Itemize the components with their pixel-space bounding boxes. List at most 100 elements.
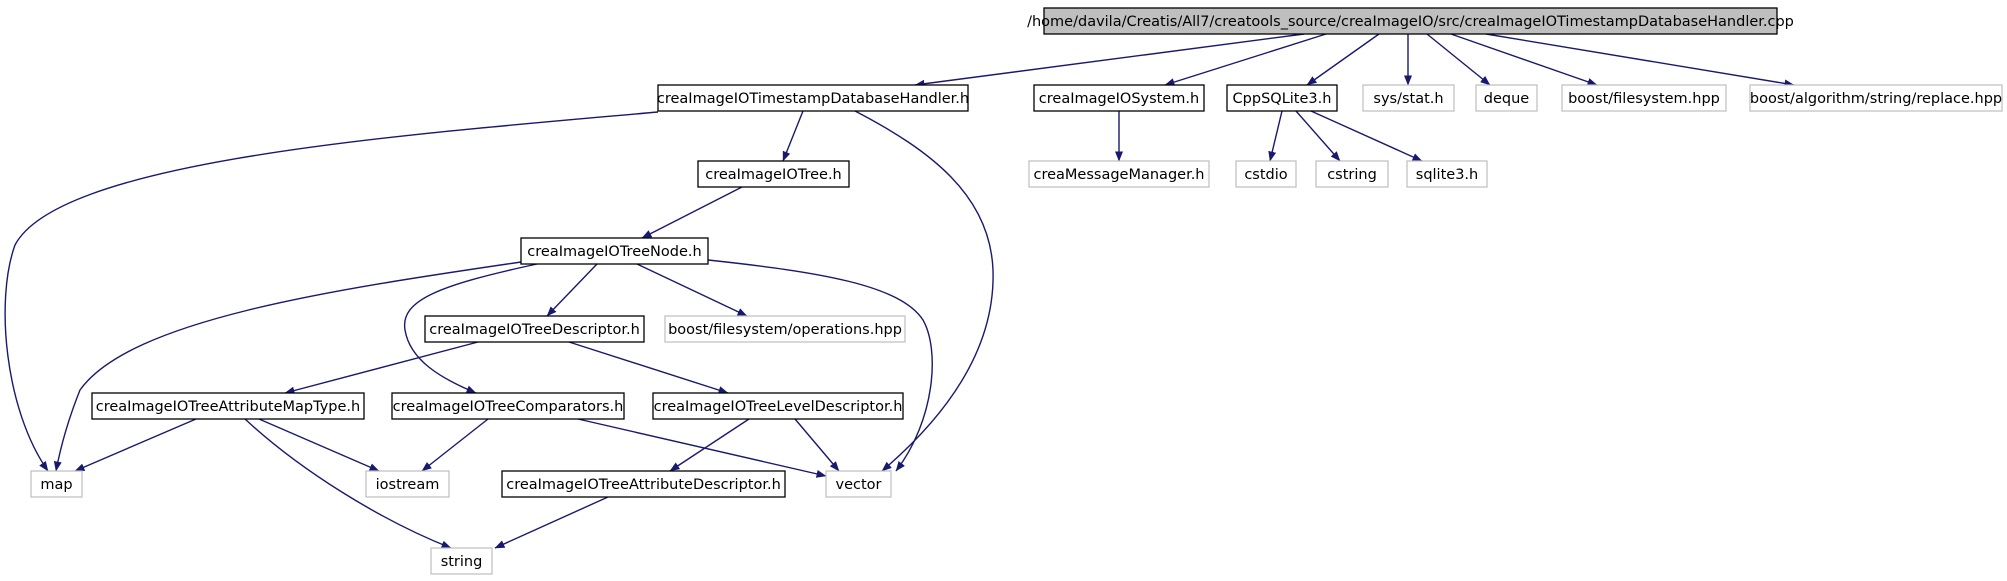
node-tsdbh[interactable]: creaImageIOTimestampDatabaseHandler.h: [657, 84, 969, 112]
edges-layer: [4, 33, 1795, 549]
node-leveldesc[interactable]: creaImageIOTreeLevelDescriptor.h: [652, 392, 904, 420]
node-label-leveldesc: creaImageIOTreeLevelDescriptor.h: [654, 399, 903, 415]
edge-treenode-to-bops: [636, 263, 748, 317]
node-label-attrdesc: creaImageIOTreeAttributeDescriptor.h: [506, 477, 781, 493]
node-tree[interactable]: creaImageIOTree.h: [697, 160, 850, 188]
edge-treenode-to-treedesc: [546, 263, 598, 317]
edge-tree-to-treenode: [641, 186, 743, 239]
node-vector: vector: [825, 470, 892, 498]
edge-leveldesc-to-attrdesc: [669, 418, 750, 472]
edge-cppsqlite-to-cstring: [1295, 110, 1341, 162]
edge-attrdesc-to-string: [494, 496, 609, 549]
node-string: string: [430, 547, 493, 575]
node-box-treedesc: [424, 315, 645, 343]
node-label-comparators: creaImageIOTreeComparators.h: [393, 399, 624, 415]
node-root[interactable]: /home/davila/Creatis/All7/creatools_sour…: [1027, 7, 1794, 35]
node-label-sysstat: sys/stat.h: [1373, 91, 1443, 107]
node-label-bfilesystem: boost/filesystem.hpp: [1568, 91, 1720, 107]
node-box-cppsqlite: [1226, 84, 1338, 112]
edge-comparators-to-vector: [577, 418, 827, 478]
node-cstdio: cstdio: [1235, 160, 1297, 188]
edge-root-to-bfilesystem: [1450, 33, 1598, 86]
edge-root-to-tsdbh: [914, 33, 1305, 88]
node-comparators[interactable]: creaImageIOTreeComparators.h: [391, 392, 625, 420]
node-label-sqlite3: sqlite3.h: [1416, 167, 1478, 183]
edge-treenode-to-map: [53, 261, 522, 472]
node-box-sqlite3: [1406, 160, 1488, 188]
node-box-system: [1033, 84, 1205, 112]
node-system[interactable]: creaImageIOSystem.h: [1033, 84, 1205, 112]
node-box-map: [30, 470, 83, 498]
node-box-comparators: [391, 392, 625, 420]
edge-root-to-deque: [1426, 33, 1491, 86]
node-label-iostream: iostream: [376, 477, 440, 493]
node-label-string: string: [441, 554, 483, 570]
edge-tsdbh-to-tree: [782, 110, 804, 162]
node-label-bops: boost/filesystem/operations.hpp: [668, 322, 902, 338]
node-box-leveldesc: [652, 392, 904, 420]
edge-treenode-to-vector: [707, 259, 933, 472]
node-box-msgmgr: [1028, 160, 1210, 188]
node-label-system: creaImageIOSystem.h: [1039, 91, 1199, 107]
node-box-attrdesc: [501, 470, 786, 498]
node-box-deque: [1475, 84, 1538, 112]
edge-attrmap-to-string: [244, 418, 452, 549]
node-treenode[interactable]: creaImageIOTreeNode.h: [520, 237, 709, 265]
node-label-tsdbh: creaImageIOTimestampDatabaseHandler.h: [657, 91, 969, 107]
node-box-sysstat: [1362, 84, 1455, 112]
node-label-cppsqlite: CppSQLite3.h: [1233, 91, 1332, 107]
node-iostream: iostream: [365, 470, 450, 498]
node-label-deque: deque: [1484, 91, 1530, 107]
node-label-tree: creaImageIOTree.h: [705, 167, 842, 183]
node-label-cstdio: cstdio: [1244, 167, 1287, 183]
edge-tsdbh-to-map: [4, 111, 659, 472]
edge-comparators-to-iostream: [421, 418, 489, 472]
node-label-cstring: cstring: [1327, 167, 1377, 183]
node-box-string: [430, 547, 493, 575]
node-box-cstring: [1315, 160, 1389, 188]
node-box-iostream: [365, 470, 450, 498]
nodes-layer: /home/davila/Creatis/All7/creatools_sour…: [30, 7, 2003, 575]
node-box-tree: [697, 160, 850, 188]
node-box-cstdio: [1235, 160, 1297, 188]
node-attrdesc[interactable]: creaImageIOTreeAttributeDescriptor.h: [501, 470, 786, 498]
node-box-vector: [825, 470, 892, 498]
edge-cppsqlite-to-sqlite3: [1310, 110, 1423, 162]
node-label-msgmgr: creaMessageManager.h: [1034, 167, 1205, 183]
edge-cppsqlite-to-cstdio: [1268, 110, 1283, 162]
node-label-attrmap: creaImageIOTreeAttributeMapType.h: [96, 399, 360, 415]
edge-treenode-to-comparators: [403, 263, 538, 394]
node-treedesc[interactable]: creaImageIOTreeDescriptor.h: [424, 315, 645, 343]
node-label-treedesc: creaImageIOTreeDescriptor.h: [429, 322, 640, 338]
node-label-breplace: boost/algorithm/string/replace.hpp: [1750, 91, 2002, 107]
node-sqlite3: sqlite3.h: [1406, 160, 1488, 188]
edge-root-to-system: [1164, 33, 1327, 86]
node-label-treenode: creaImageIOTreeNode.h: [527, 244, 701, 260]
node-attrmap[interactable]: creaImageIOTreeAttributeMapType.h: [91, 392, 365, 420]
edge-root-to-cppsqlite: [1306, 33, 1380, 86]
node-sysstat: sys/stat.h: [1362, 84, 1455, 112]
node-map: map: [30, 470, 83, 498]
node-label-vector: vector: [836, 477, 882, 493]
node-cppsqlite[interactable]: CppSQLite3.h: [1226, 84, 1338, 112]
node-box-breplace: [1749, 84, 2003, 112]
node-label-root: /home/davila/Creatis/All7/creatools_sour…: [1027, 14, 1794, 30]
edge-attrmap-to-iostream: [258, 418, 380, 472]
node-box-treenode: [520, 237, 709, 265]
node-bfilesystem: boost/filesystem.hpp: [1561, 84, 1727, 112]
edge-tsdbh-to-vector: [854, 110, 994, 472]
node-box-bops: [664, 315, 906, 343]
node-deque: deque: [1475, 84, 1538, 112]
edge-leveldesc-to-vector: [794, 418, 840, 472]
edge-root-to-breplace: [1485, 33, 1795, 88]
node-box-root: [1043, 7, 1778, 35]
edge-treedesc-to-leveldesc: [568, 341, 729, 394]
node-bops: boost/filesystem/operations.hpp: [664, 315, 906, 343]
node-box-tsdbh: [657, 84, 969, 112]
node-breplace: boost/algorithm/string/replace.hpp: [1749, 84, 2003, 112]
node-cstring: cstring: [1315, 160, 1389, 188]
node-box-attrmap: [91, 392, 365, 420]
edge-treedesc-to-attrmap: [284, 341, 479, 395]
edge-attrmap-to-map: [74, 418, 197, 472]
